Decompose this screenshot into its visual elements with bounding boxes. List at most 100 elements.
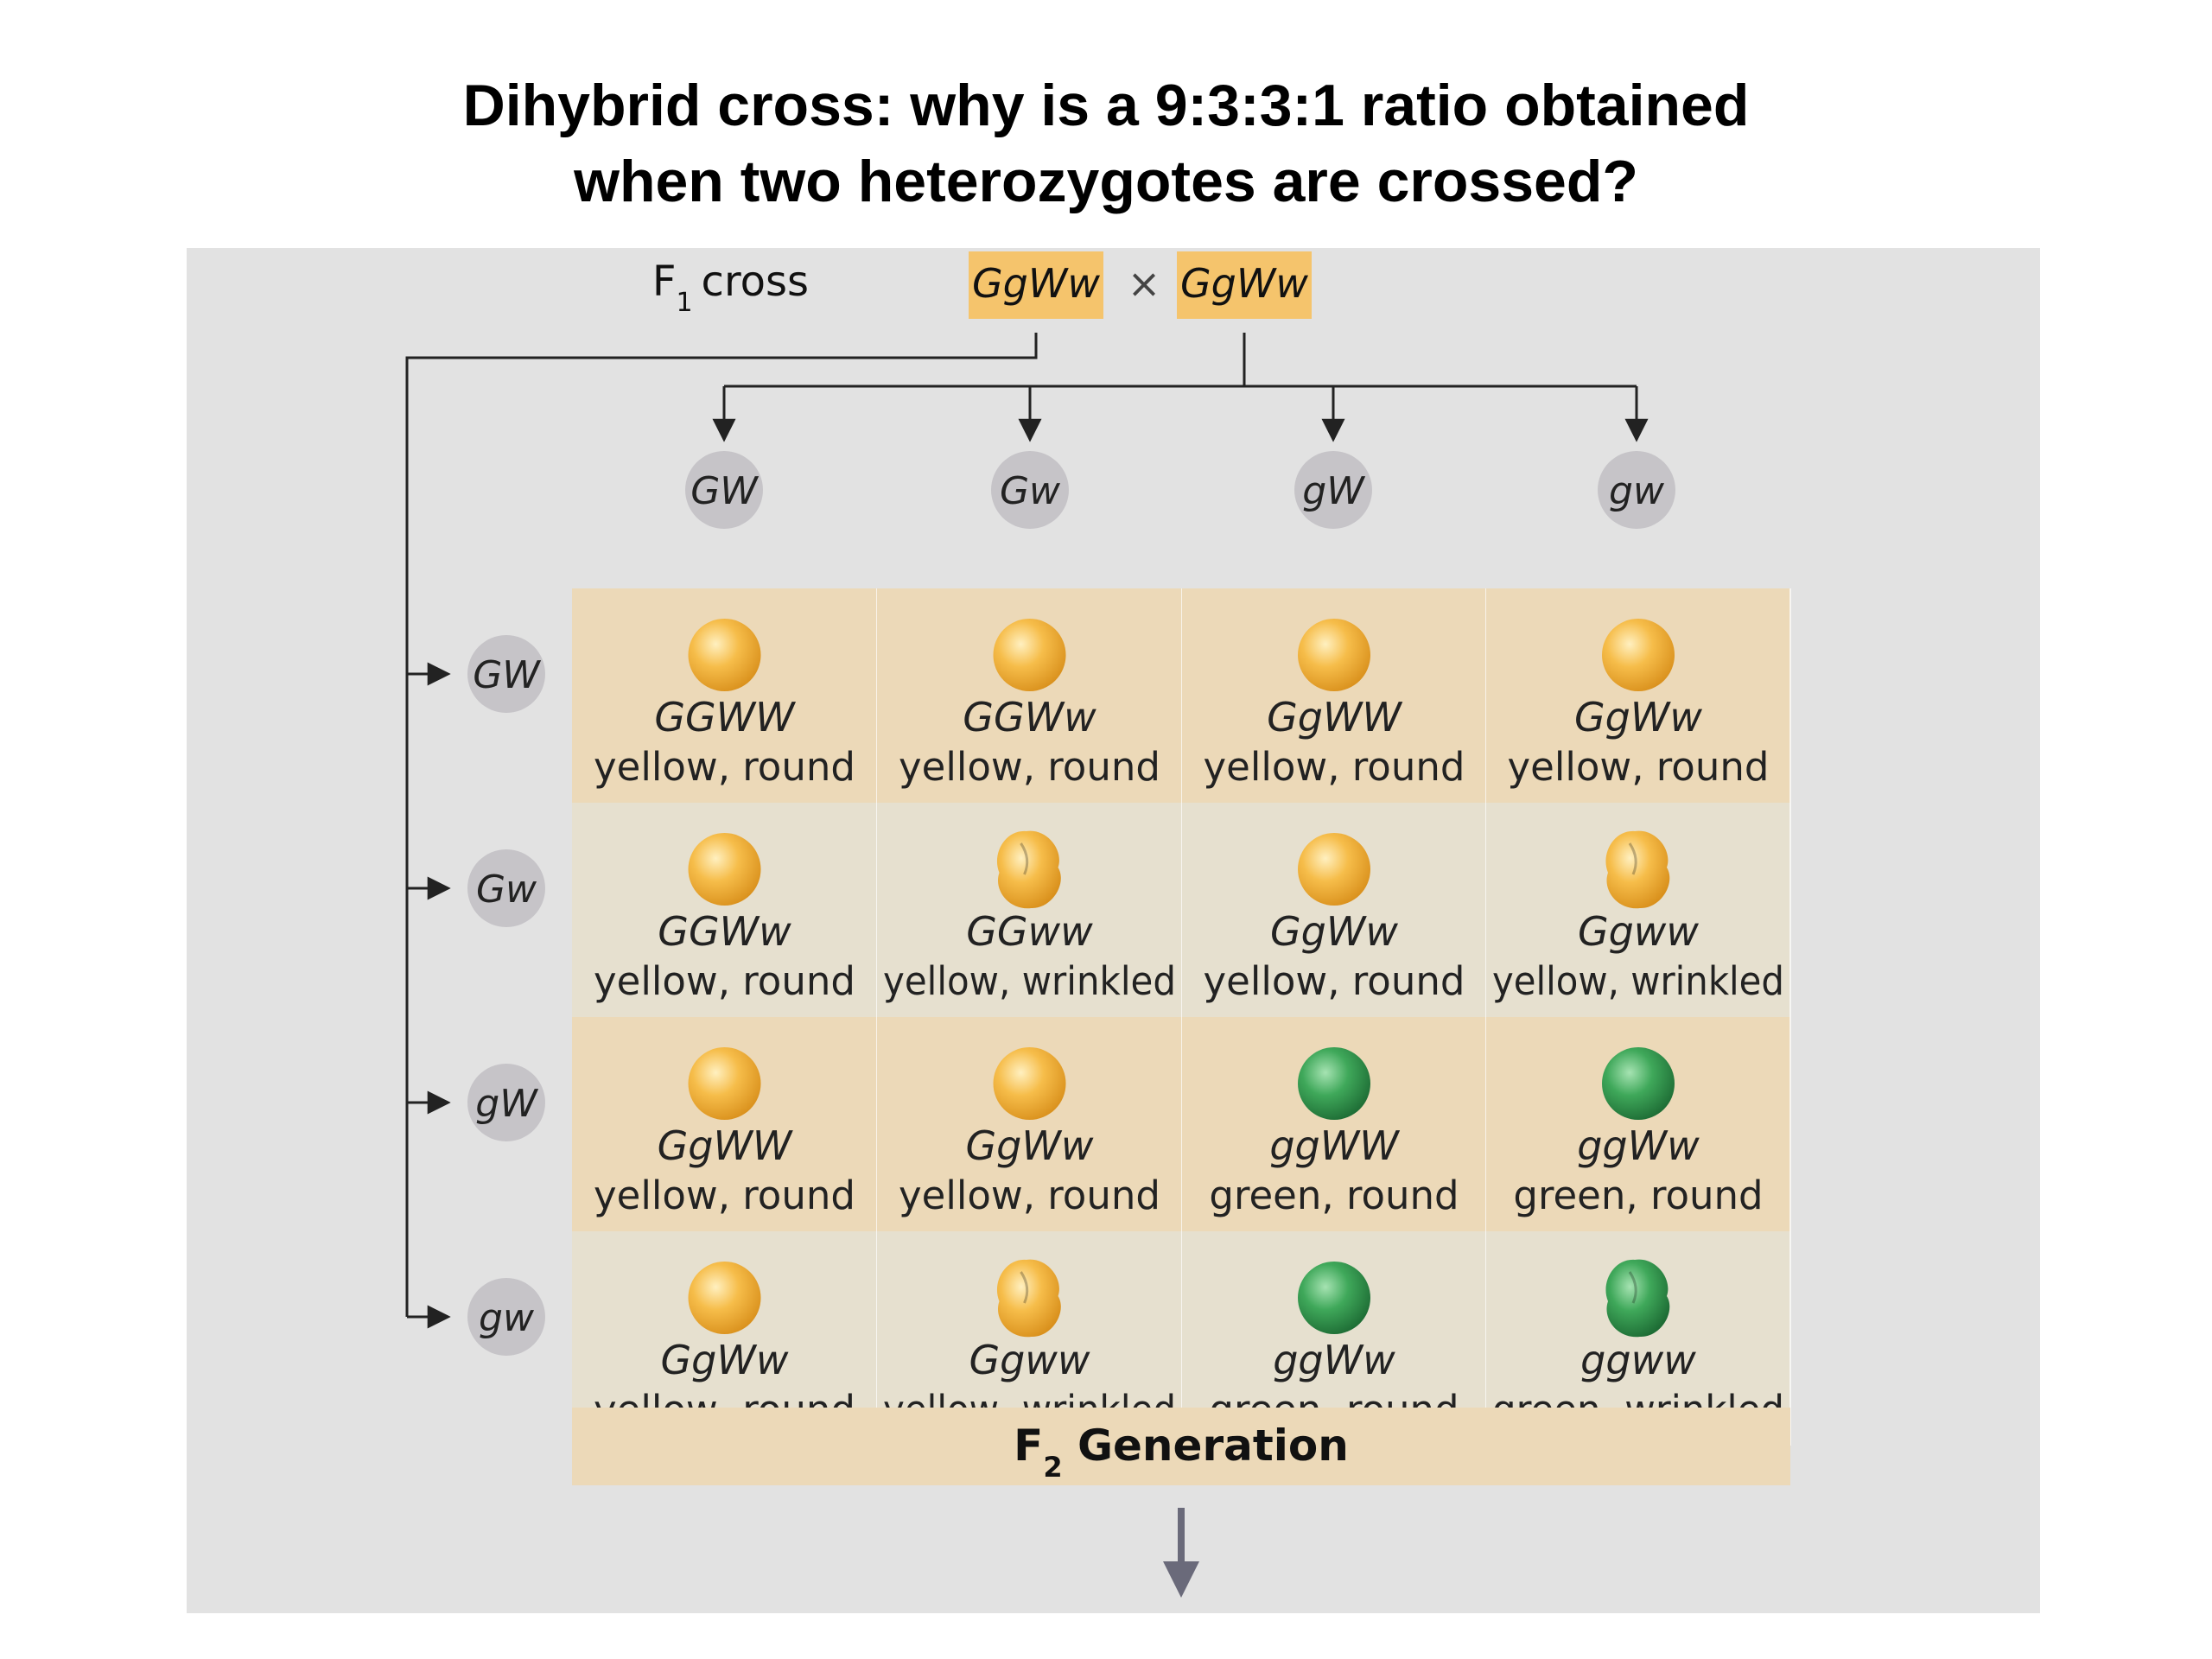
gamete-label: gw xyxy=(479,1296,535,1340)
column-gamete-2: Gw xyxy=(991,451,1069,529)
pea-round-icon xyxy=(688,1047,761,1120)
pea-round-icon xyxy=(993,1047,1066,1120)
cell-genotype: GGww xyxy=(966,908,1093,955)
gamete-label: gw xyxy=(1609,469,1665,513)
row-gamete-1: GW xyxy=(467,635,545,713)
cell-genotype: GGWw xyxy=(658,908,791,955)
pea-round-icon xyxy=(688,619,761,691)
cell-phenotype: yellow, round xyxy=(899,1173,1160,1218)
cell-genotype: Ggww xyxy=(969,1337,1090,1383)
cell-genotype: ggWW xyxy=(1269,1122,1400,1169)
pea-wrinkled-icon xyxy=(996,1259,1061,1338)
cell-genotype: ggWw xyxy=(1577,1122,1700,1169)
cell-phenotype: yellow, wrinkled xyxy=(1492,958,1784,1004)
pea-round-icon xyxy=(1602,1047,1675,1120)
column-gametes: GW Gw gW gw xyxy=(685,451,1675,529)
pea-wrinkled-icon xyxy=(1605,1259,1670,1338)
row-gamete-2: Gw xyxy=(467,849,545,927)
pea-round-icon xyxy=(1298,1047,1370,1120)
column-gamete-1: GW xyxy=(685,451,763,529)
gamete-circle xyxy=(991,451,1069,529)
cell-phenotype: yellow, round xyxy=(899,744,1160,790)
gamete-circle xyxy=(685,451,763,529)
cell-genotype: GGWw xyxy=(963,694,1096,741)
cell-genotype: GgWW xyxy=(1267,694,1402,741)
row-gamete-3: gW xyxy=(467,1064,545,1141)
gamete-label: Gw xyxy=(476,868,537,912)
gamete-circle xyxy=(1294,451,1372,529)
cell-genotype: GgWw xyxy=(1270,908,1398,955)
cell-genotype: GgWw xyxy=(966,1122,1094,1169)
pea-round-icon xyxy=(1602,619,1675,691)
cell-phenotype: yellow, round xyxy=(1204,958,1465,1004)
row-gametes: GW Gw gW gw xyxy=(467,635,545,1356)
cell-phenotype: green, round xyxy=(1209,1173,1459,1218)
down-arrow-head xyxy=(1163,1561,1199,1598)
cell-genotype: GgWW xyxy=(658,1122,793,1169)
cell-genotype: ggWw xyxy=(1273,1337,1395,1383)
cell-genotype: GgWw xyxy=(1574,694,1702,741)
title-line-1: Dihybrid cross: why is a 9:3:3:1 ratio o… xyxy=(462,73,1750,138)
f1-label-word: cross xyxy=(702,257,809,306)
slide-title: Dihybrid cross: why is a 9:3:3:1 ratio o… xyxy=(0,67,2212,219)
cell-genotype: GGWW xyxy=(654,694,796,741)
pea-wrinkled-icon xyxy=(1605,830,1670,909)
f1-label-sub: 1 xyxy=(676,288,692,318)
f2-label-word: Generation xyxy=(1063,1421,1349,1471)
gamete-label: Gw xyxy=(1000,469,1061,513)
f2-generation-footer: F2 Generation xyxy=(572,1408,1790,1598)
gamete-circle xyxy=(467,1278,545,1356)
parent-right-highlight xyxy=(1177,251,1312,319)
pea-wrinkled-icon xyxy=(996,830,1061,909)
cell-phenotype: yellow, round xyxy=(1508,744,1770,790)
cell-genotype: Ggww xyxy=(1578,908,1699,955)
pea-round-icon xyxy=(1298,619,1370,691)
cell-phenotype: yellow, round xyxy=(594,744,855,790)
column-gamete-4: gw xyxy=(1598,451,1675,529)
parent-left-genotype: GgWw xyxy=(972,260,1100,307)
pea-wrinkle-crease xyxy=(1628,842,1637,875)
pea-wrinkle-crease xyxy=(1020,1271,1029,1304)
pea-wrinkle-crease xyxy=(1628,1271,1637,1304)
f2-generation-band xyxy=(572,1408,1790,1485)
gamete-label: GW xyxy=(690,469,759,513)
pea-round-icon xyxy=(1298,833,1370,906)
title-line-2: when two heterozygotes are crossed? xyxy=(574,149,1638,214)
pea-wrinkle-crease xyxy=(1020,842,1029,875)
gamete-circle xyxy=(467,635,545,713)
column-gamete-3: gW xyxy=(1294,451,1372,529)
row-gamete-4: gw xyxy=(467,1278,545,1356)
left-parent-connector xyxy=(405,333,1038,1317)
f1-label-prefix: F xyxy=(652,257,677,306)
f2-generation-label: F2 Generation xyxy=(1014,1421,1349,1484)
down-arrow-icon xyxy=(1163,1508,1199,1598)
cell-genotype: GgWw xyxy=(661,1337,789,1383)
cell-phenotype: green, round xyxy=(1513,1173,1763,1218)
cell-phenotype: yellow, wrinkled xyxy=(883,958,1176,1004)
gamete-circle xyxy=(467,1064,545,1141)
f1-cross-label: F1 cross xyxy=(652,257,809,318)
cell-genotype: ggww xyxy=(1580,1337,1696,1383)
cell-phenotype: yellow, round xyxy=(594,1173,855,1218)
f2-label-sub: 2 xyxy=(1043,1451,1062,1484)
parent-left-highlight xyxy=(969,251,1103,319)
gamete-circle xyxy=(467,849,545,927)
cell-phenotype: yellow, round xyxy=(594,958,855,1004)
pea-round-icon xyxy=(688,833,761,906)
gamete-connector-lines xyxy=(405,333,1649,1329)
gamete-label: gW xyxy=(475,1082,538,1126)
f2-label-prefix: F xyxy=(1014,1421,1043,1471)
